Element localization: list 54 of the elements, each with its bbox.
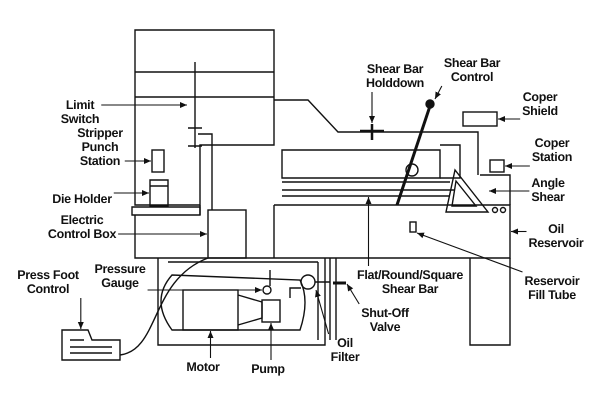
coper-drawing xyxy=(489,159,505,173)
leader-line xyxy=(366,197,372,266)
foot-pedal-drawing xyxy=(61,329,121,361)
part-label: Shear Bar Control xyxy=(444,56,500,84)
part-label: Shut-Off Valve xyxy=(361,306,409,334)
part-label: Flat/Round/Square Shear Bar xyxy=(357,268,463,296)
punch-drawing xyxy=(151,149,165,173)
shear-bar-drawing xyxy=(281,181,456,197)
part-label: Stripper Punch Station xyxy=(77,126,123,168)
part-label: Pressure Gauge xyxy=(94,262,146,290)
part-label: Coper Shield xyxy=(522,90,558,118)
part-label: Reservoir Fill Tube xyxy=(524,274,580,302)
part-label: Angle Shear xyxy=(531,176,565,204)
part-label: Oil Filter xyxy=(330,336,360,364)
filter-drawing xyxy=(300,274,316,290)
part-label: Motor xyxy=(186,360,220,374)
part-label: Electric Control Box xyxy=(48,213,116,241)
leader-line xyxy=(511,228,526,234)
part-label: Limit Switch xyxy=(60,98,100,126)
leader-line xyxy=(101,102,187,108)
control-box-drawing xyxy=(207,209,247,259)
leader-line xyxy=(118,231,207,237)
motor-drawing xyxy=(182,289,239,331)
part-label: Die Holder xyxy=(52,192,112,206)
leader-line xyxy=(369,92,375,123)
leader-line xyxy=(148,287,262,293)
die-holder-drawing xyxy=(149,179,169,207)
shield-drawing xyxy=(462,111,498,127)
leader-line xyxy=(268,323,274,360)
leader-line xyxy=(434,86,442,100)
lever-drawing xyxy=(396,99,435,206)
reservoir-body-drawing xyxy=(430,204,511,259)
pump-drawing xyxy=(261,299,281,323)
part-label: Press Foot Control xyxy=(17,268,79,296)
limit-switch-drawing xyxy=(187,61,203,149)
leader-line xyxy=(114,190,149,196)
valve-handle-drawing xyxy=(333,282,346,284)
leader-line xyxy=(346,284,360,304)
leader-line xyxy=(416,232,523,273)
angle-shear-drawing xyxy=(445,168,490,213)
part-label: Oil Reservoir xyxy=(528,222,584,250)
leader-line xyxy=(505,163,530,169)
leader-line xyxy=(124,158,151,164)
leader-line xyxy=(315,290,330,334)
part-label: Pump xyxy=(251,362,285,376)
leader-line xyxy=(78,298,84,329)
holddown-handle-drawing xyxy=(358,122,386,142)
gauge-drawing xyxy=(262,285,272,295)
fill-tube-drawing xyxy=(409,221,417,233)
leader-line xyxy=(489,188,530,194)
leader-line xyxy=(498,116,520,122)
leader-line xyxy=(208,331,214,358)
part-label: Coper Station xyxy=(532,136,572,164)
part-label: Shear Bar Holddown xyxy=(366,62,424,90)
